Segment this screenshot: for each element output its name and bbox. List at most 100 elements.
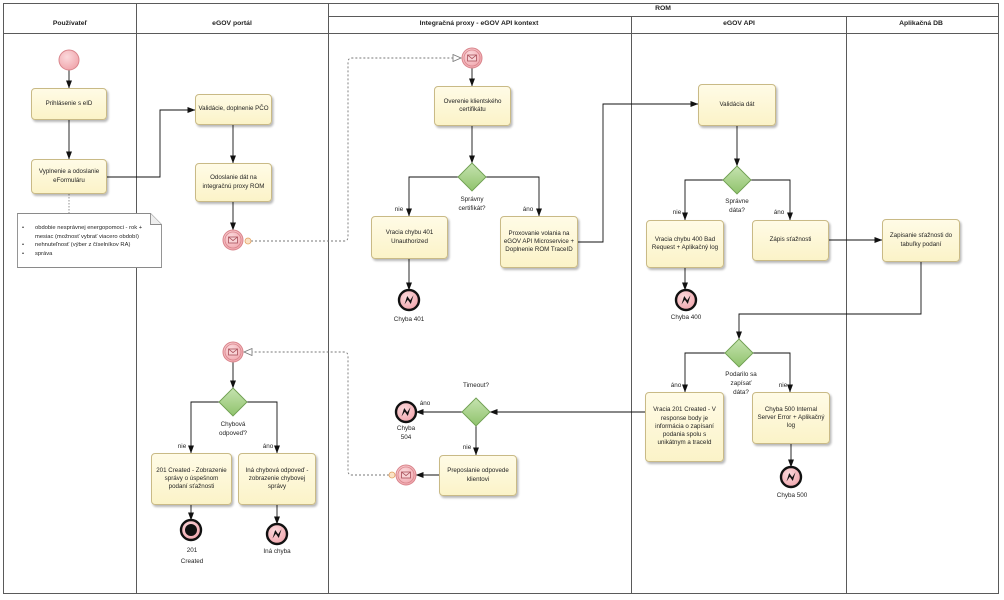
gateway-spravne-data <box>722 165 752 195</box>
task-odoslanie: Odoslanie dát na integračnú proxy ROM <box>195 163 272 202</box>
branch-label-yes: áno <box>670 382 682 389</box>
task-prihlasenie: Prihlásenie s eID <box>31 88 107 120</box>
task-zapisanie-db: Zapisanie sťažnosti do tabuľky podaní <box>882 219 960 262</box>
flow-cert-no <box>406 176 458 217</box>
annotation-text: • obdobie nesprávnej energopomoci - rok +… <box>19 224 142 258</box>
message-end-event-proxy <box>395 464 417 486</box>
end-label-ina-chyba: Iná chyba <box>263 548 291 555</box>
branch-label-no: nie <box>462 444 472 451</box>
end-label-chyba-400: Chyba 400 <box>670 314 702 321</box>
gateway-label-timeout: Timeout? <box>462 382 490 389</box>
gateway-spravny-certifikat <box>457 162 487 192</box>
message-flow-portal-to-proxy <box>251 58 461 242</box>
start-event <box>58 49 80 71</box>
flow-proxy-to-validacia <box>578 101 699 243</box>
task-label: Iná chybová odpoveď - zobrazenie chybove… <box>245 466 309 491</box>
envelope-icon <box>401 471 411 479</box>
task-proxovanie: Proxovanie volania na eGOV API Microserv… <box>500 216 578 268</box>
lightning-icon <box>786 472 796 482</box>
note-item: • nehnuteľnosť (výber z číselníkov RA) <box>19 241 142 250</box>
gateway-timeout <box>461 397 491 427</box>
flow-odpoved-no <box>188 401 219 454</box>
task-label: Zápis sťažnosti <box>769 236 812 244</box>
task-zapis-staznosti: Zápis sťažnosti <box>752 220 829 261</box>
task-validacia-dat: Validácia dát <box>698 84 776 126</box>
task-label: Overenie klientského certifikátu <box>443 97 502 113</box>
task-vracia-201: Vracia 201 Created - V response body je … <box>645 392 724 462</box>
lane-title-integracna-proxy: Integračná proxy - eGOV API kontext <box>419 20 539 27</box>
swimlanes <box>3 3 999 594</box>
task-label: Vracia 201 Created - V response body je … <box>653 406 716 447</box>
bullet: • <box>22 242 25 249</box>
branch-label-yes: áno <box>773 209 785 216</box>
bullet: • <box>22 250 25 257</box>
bullet: • <box>22 225 25 231</box>
terminate-icon <box>185 524 197 536</box>
flow-data-yes <box>751 179 793 221</box>
task-chyba-400: Vracia chybu 400 Bad Request + Aplikačný… <box>646 220 724 268</box>
task-label: Vracia chybu 400 Bad Request + Aplikačný… <box>651 235 719 251</box>
lane-title-egov-portal: eGOV portál <box>212 20 252 27</box>
error-end-event-400 <box>674 288 698 312</box>
end-label-chyba-504: Chyba 504 <box>396 425 416 441</box>
gateways <box>218 162 754 427</box>
error-end-event-500 <box>779 465 803 489</box>
flow-vyplnenie-to-validacie <box>107 107 196 178</box>
note-item: • správa <box>19 250 142 259</box>
group-title-rom: ROM <box>655 5 671 12</box>
task-validacie-pco: Validácie, doplnenie PČO <box>195 94 272 125</box>
note-item-text: správa <box>35 250 53 257</box>
task-overenie-certifikatu: Overenie klientského certifikátu <box>434 86 511 126</box>
task-label: Odoslanie dát na integračnú proxy ROM <box>202 174 265 190</box>
error-end-event-504 <box>394 400 418 424</box>
task-preposlanie: Preposlanie odpovede klientovi <box>439 455 517 496</box>
note-item: • obdobie nesprávnej energopomoci - rok +… <box>19 224 142 241</box>
gateway-label-spravny-certifikat: Správny certifikát? <box>458 196 486 212</box>
task-label: Vracia chybu 401 Unauthorized <box>385 229 434 245</box>
pool-frame <box>3 3 999 594</box>
branch-label-yes: áno <box>419 400 431 407</box>
lightning-icon <box>401 407 411 417</box>
end-label-chyba-401: Chyba 401 <box>393 316 425 323</box>
task-label: Validácie, doplnenie PČO <box>198 105 269 113</box>
gateway-label-podarilo-sa: Podarilo sa zapísať dáta? <box>725 371 757 396</box>
message-catch-event-portal <box>222 341 244 363</box>
message-send-event-portal <box>222 229 244 251</box>
flow-db-to-gateway <box>736 262 922 340</box>
lane-title-pouzivatel: Používateľ <box>52 20 88 27</box>
task-label: 201 Created - Zobrazenie správy o úspešn… <box>156 466 227 491</box>
task-label: Vyplnenie a odoslanie eFormuláru <box>38 168 100 184</box>
gateway-chybova-odpoved <box>218 387 248 417</box>
lightning-icon <box>272 529 282 539</box>
note-item-text: obdobie nesprávnej energopomoci - rok + … <box>35 225 143 240</box>
error-end-event-ina-chyba <box>265 522 289 546</box>
gateway-podarilo-sa-zapisat <box>724 338 754 368</box>
note-item-text: nehnuteľnosť (výber z číselníkov RA) <box>35 242 131 249</box>
note-shape <box>17 213 162 268</box>
task-ina-chybova-odpoved: Iná chybová odpoveď - zobrazenie chybove… <box>238 453 316 505</box>
flow-zapis-yes <box>682 352 725 393</box>
message-flows <box>244 58 461 476</box>
end-label-chyba-500: Chyba 500 <box>776 492 808 499</box>
task-label: Validácia dát <box>719 100 755 108</box>
message-flow-source-marker <box>244 237 252 245</box>
message-flow-source-marker <box>388 471 396 479</box>
flow-cert-yes <box>486 176 542 217</box>
branch-label-no: nie <box>394 206 404 213</box>
note-fold <box>150 213 162 225</box>
message-flow-proxy-to-portal <box>244 352 389 476</box>
flow-zapis-no <box>753 352 793 393</box>
flow-data-no <box>682 179 723 221</box>
lightning-icon <box>681 295 691 305</box>
envelope-icon <box>228 348 238 356</box>
error-end-event-401 <box>397 288 421 312</box>
flow-odpoved-yes <box>247 401 280 454</box>
task-zobrazenie-201: 201 Created - Zobrazenie správy o úspešn… <box>151 453 232 505</box>
branch-label-yes: áno <box>522 206 534 213</box>
lane-title-aplikacna-db: Aplikačná DB <box>899 20 943 27</box>
task-chyba-401: Vracia chybu 401 Unauthorized <box>371 216 448 259</box>
task-label: Preposlanie odpovede klientovi <box>447 467 509 483</box>
branch-label-no: nie <box>672 209 682 216</box>
